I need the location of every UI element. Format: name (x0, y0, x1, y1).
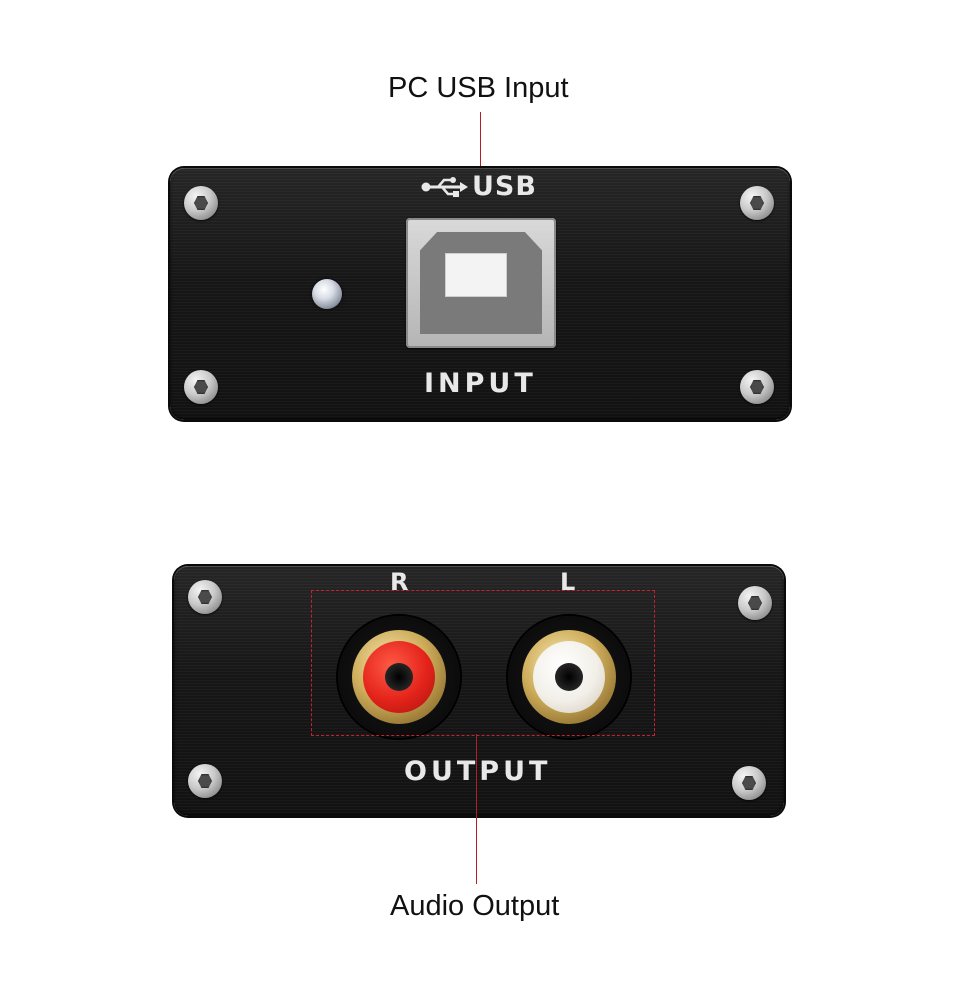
rca-right-pin-hole (385, 663, 413, 691)
screw-icon (184, 186, 218, 220)
screw-icon (184, 370, 218, 404)
input-panel-label: INPUT (424, 368, 537, 399)
audio-output-highlight-box (311, 590, 655, 736)
output-panel: R L OUTPUT (174, 566, 784, 816)
screw-icon (738, 586, 772, 620)
left-channel-label: L (560, 568, 576, 596)
power-led-icon (312, 279, 342, 309)
screw-icon (188, 580, 222, 614)
rca-right-insulator (363, 641, 435, 713)
screw-icon (732, 766, 766, 800)
usb-logo-text: USB (472, 171, 537, 202)
audio-output-leader-line (476, 734, 477, 884)
rca-left-insulator (533, 641, 605, 713)
usb-port-tongue (446, 254, 506, 296)
rca-left-jack[interactable] (508, 616, 630, 738)
screw-icon (188, 764, 222, 798)
screw-icon (740, 370, 774, 404)
rca-right-metal-ring (352, 630, 446, 724)
input-panel: USB INPUT (170, 168, 790, 420)
audio-output-label: Audio Output (390, 890, 560, 922)
pc-usb-input-label: PC USB Input (388, 72, 569, 104)
right-channel-label: R (390, 568, 409, 596)
usb-trident-icon (421, 177, 468, 197)
rca-left-metal-ring (522, 630, 616, 724)
screw-icon (740, 186, 774, 220)
output-panel-label: OUTPUT (404, 756, 552, 787)
rca-left-pin-hole (555, 663, 583, 691)
rca-right-jack[interactable] (338, 616, 460, 738)
usb-b-port[interactable] (406, 218, 556, 348)
